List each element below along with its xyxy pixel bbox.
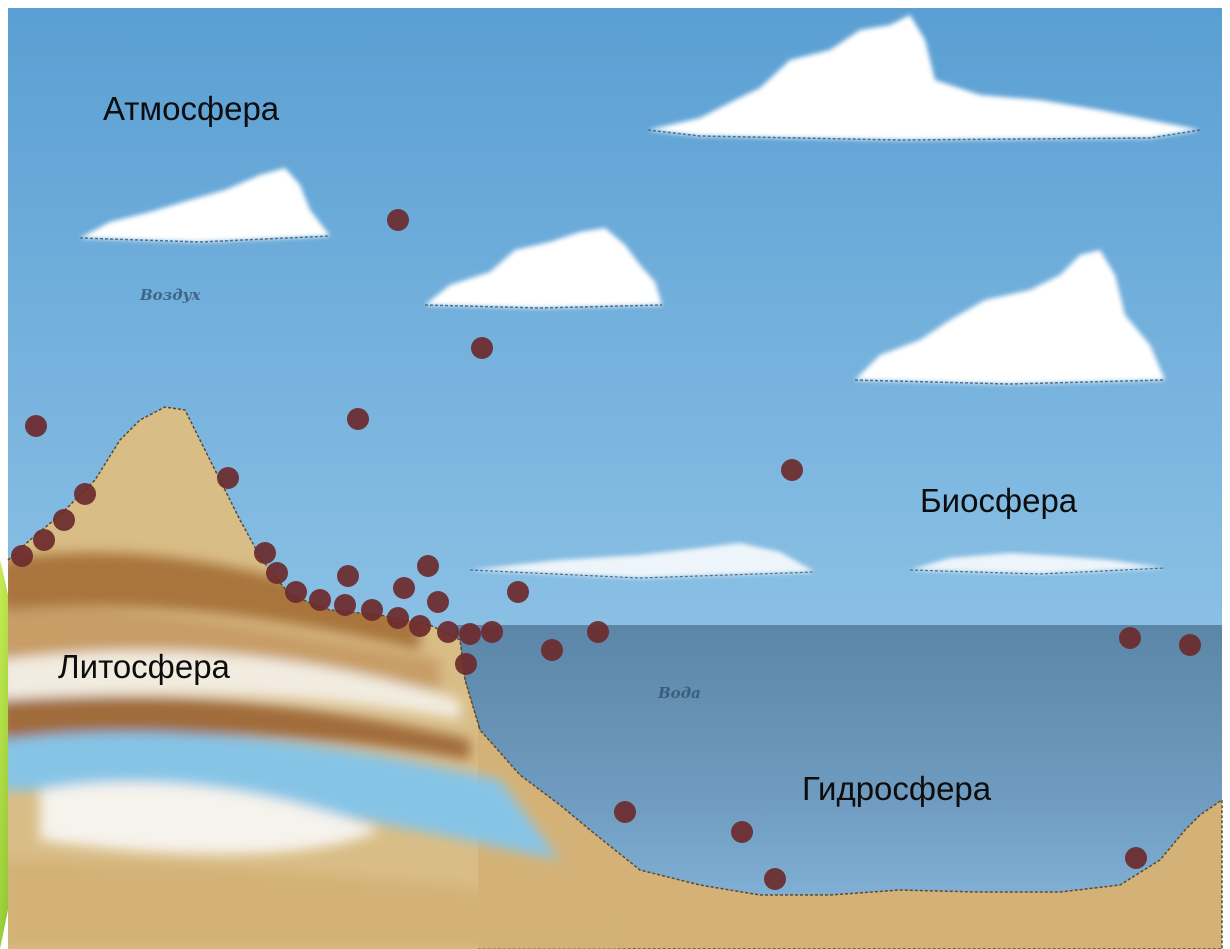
organism-dot — [53, 509, 75, 531]
organism-dot — [417, 555, 439, 577]
organism-dot — [731, 821, 753, 843]
organism-dot — [387, 209, 409, 231]
organism-dot — [217, 467, 239, 489]
organism-dot — [614, 801, 636, 823]
organism-dot — [309, 589, 331, 611]
organism-dot — [337, 565, 359, 587]
organism-dot — [254, 542, 276, 564]
organism-dot — [347, 408, 369, 430]
label-hydrosphere: Гидросфера — [802, 772, 991, 805]
organism-dot — [1119, 627, 1141, 649]
organism-dot — [1125, 847, 1147, 869]
label-water-handwritten: Вода — [658, 686, 701, 701]
organism-dot — [427, 591, 449, 613]
organism-dot — [409, 615, 431, 637]
organism-dot — [481, 621, 503, 643]
organism-dot — [285, 581, 307, 603]
label-atmosphere: Атмосфера — [103, 92, 279, 125]
organism-dot — [33, 529, 55, 551]
organism-dot — [459, 623, 481, 645]
organism-dot — [541, 639, 563, 661]
label-biosphere: Биосфера — [920, 484, 1077, 517]
organism-dot — [781, 459, 803, 481]
label-lithosphere: Литосфера — [58, 650, 230, 683]
organism-dot — [587, 621, 609, 643]
organism-dot — [361, 599, 383, 621]
organism-dot — [437, 621, 459, 643]
label-air-handwritten: Воздух — [140, 288, 201, 303]
organism-dot — [455, 653, 477, 675]
organism-dot — [764, 868, 786, 890]
organism-dot — [387, 607, 409, 629]
organism-dot — [507, 581, 529, 603]
organism-dot — [266, 562, 288, 584]
organism-dot — [11, 545, 33, 567]
organism-dot — [393, 577, 415, 599]
organism-dot — [74, 483, 96, 505]
organism-dot — [25, 415, 47, 437]
organism-dot — [1179, 634, 1201, 656]
organism-dot — [334, 594, 356, 616]
organism-dot — [471, 337, 493, 359]
